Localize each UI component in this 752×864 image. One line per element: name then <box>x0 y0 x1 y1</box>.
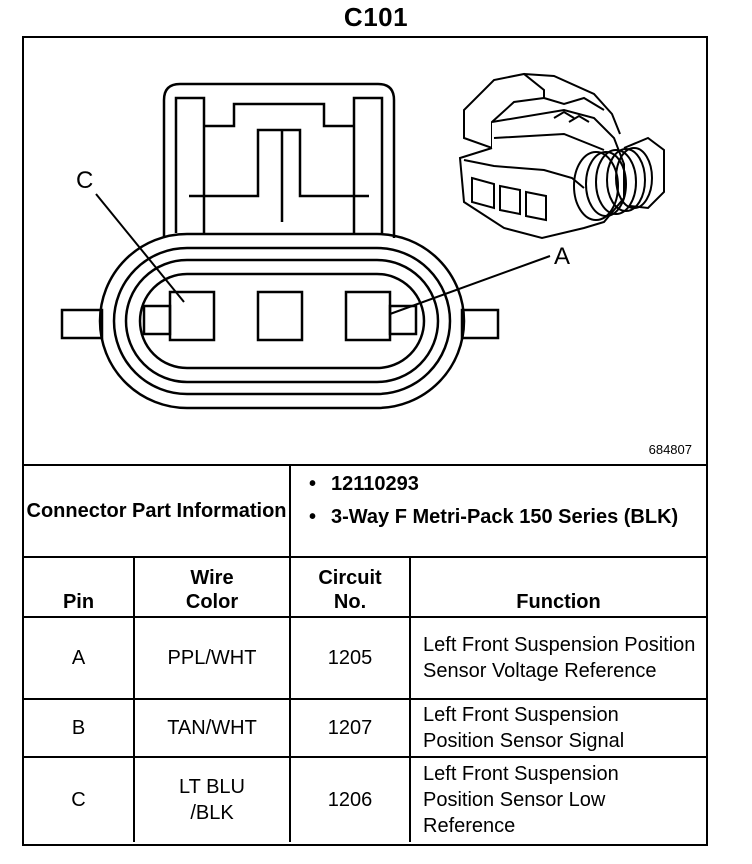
callout-label-a: A <box>554 243 570 270</box>
col-header-pin: Pin <box>24 556 135 618</box>
circuit-cell: 1207 <box>289 698 412 758</box>
function-cell: Left Front Suspension Position Sensor Si… <box>409 698 707 758</box>
col-header-wire-color: Wire Color <box>132 556 292 618</box>
pin-cell: C <box>24 756 135 842</box>
terminal-c-shoulder <box>142 304 172 336</box>
callout-line-c <box>95 193 185 303</box>
figure-id: 684807 <box>648 442 692 457</box>
terminal-b <box>256 290 304 342</box>
table-row: C LT BLU /BLK 1206 Left Front Suspension… <box>24 756 707 842</box>
wire-color-cell: PPL/WHT <box>132 616 292 700</box>
connector-type: 3-Way F Metri-Pack 150 Series (BLK) <box>309 505 706 530</box>
connector-frame: C A 684807 <box>22 36 708 846</box>
connector-info-label: Connector Part Information <box>24 466 292 558</box>
circuit-cell: 1205 <box>289 616 412 700</box>
pin-cell: A <box>24 616 135 700</box>
connector-seal-ring <box>112 246 452 396</box>
connector-outer-shell <box>98 232 466 410</box>
wire-color-cell: TAN/WHT <box>132 698 292 758</box>
right-lug <box>460 308 500 340</box>
function-cell: Left Front Suspension Position Sensor Lo… <box>409 756 707 842</box>
callout-line-a <box>389 255 551 315</box>
wire-color-cell: LT BLU /BLK <box>132 756 292 842</box>
connector-title: C101 <box>343 2 409 32</box>
connector-face-diagram: C A <box>60 72 665 410</box>
table-row: A PPL/WHT 1205 Left Front Suspension Pos… <box>24 616 707 700</box>
connector-latch-housing <box>162 82 396 238</box>
connector-info-row: Connector Part Information 12110293 3-Wa… <box>24 466 707 558</box>
latch-detail <box>352 96 384 233</box>
left-lug <box>60 308 104 340</box>
function-cell: Left Front Suspension Position Sensor Vo… <box>409 616 707 700</box>
latch-detail <box>189 128 369 198</box>
terminal-a-shoulder <box>388 304 418 336</box>
connector-cavity <box>138 272 426 370</box>
callout-label-c: C <box>76 167 93 194</box>
header-row: Pin Wire Color Circuit No. Function <box>24 556 707 618</box>
col-header-circuit: Circuit No. <box>289 556 412 618</box>
pin-cell: B <box>24 698 135 758</box>
pinout-table: Connector Part Information 12110293 3-Wa… <box>24 466 707 842</box>
connector-figure: C A 684807 <box>24 38 706 466</box>
connector-3d-view <box>458 72 665 240</box>
part-number: 12110293 <box>309 472 706 497</box>
col-header-function: Function <box>409 556 707 618</box>
latch-detail <box>174 96 206 233</box>
table-row: B TAN/WHT 1207 Left Front Suspension Pos… <box>24 698 707 758</box>
latch-detail <box>204 102 354 128</box>
circuit-cell: 1206 <box>289 756 412 842</box>
connector-inner-ring <box>124 258 440 384</box>
terminal-a <box>344 290 392 342</box>
connector-info-values: 12110293 3-Way F Metri-Pack 150 Series (… <box>289 466 707 558</box>
terminal-c <box>168 290 216 342</box>
